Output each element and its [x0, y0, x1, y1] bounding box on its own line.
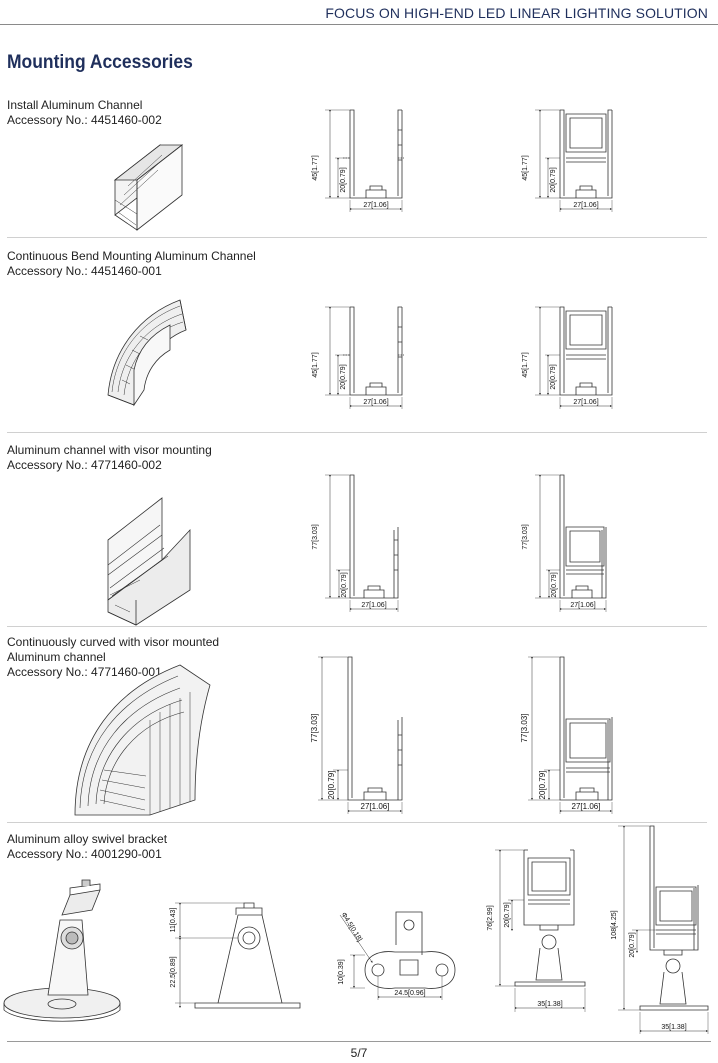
dim-width: 27[1.06] [361, 802, 390, 811]
dim-lower: 20[0.79] [551, 572, 558, 597]
visor-profile-diagram [318, 656, 403, 814]
dim-hole: Φ4.5[0.18] [340, 911, 363, 943]
page-number: 5/7 [350, 1046, 368, 1060]
dim-lower: 20[0.79] [340, 364, 347, 389]
section-5-name: Aluminum alloy swivel bracket [7, 832, 168, 846]
channel-profile-with-module-diagram [535, 306, 613, 409]
dim-width: 27[1.06] [361, 602, 386, 609]
channel-profile-diagram [325, 306, 404, 409]
dim-height: 45[1.77] [312, 155, 319, 180]
swivel-bracket-image [3, 879, 121, 1022]
section-4-accessory: Accessory No.: 4771460-001 [7, 665, 162, 679]
divider [7, 626, 707, 627]
channel-profile-with-module-diagram [535, 109, 613, 212]
bracket-top-diagram [339, 911, 456, 1000]
dim-base: 22.5[0.89] [170, 956, 177, 987]
section-4-name: Continuously curved with visor mounted [7, 635, 220, 649]
footer-divider [7, 1041, 711, 1042]
dim-width: 27[1.06] [572, 802, 601, 811]
dim-height: 77[3.03] [520, 714, 529, 743]
dim-width: 27[1.06] [573, 399, 598, 406]
dim-lower: 20[0.79] [538, 771, 547, 800]
divider [7, 822, 707, 823]
curved-channel-image [107, 299, 187, 407]
dim-width: 27[1.06] [573, 202, 598, 209]
dim-width: 27[1.06] [363, 202, 388, 209]
dim-width: 27[1.06] [570, 602, 595, 609]
dim-height: 45[1.77] [522, 352, 529, 377]
dim-height: 77[3.03] [312, 524, 319, 549]
section-1-accessory: Accessory No.: 4451460-002 [7, 113, 162, 127]
dim-height-b: 108[4.25] [611, 910, 618, 939]
dim-lower-b: 20[0.79] [629, 932, 636, 957]
page-title: Mounting Accessories [7, 52, 193, 73]
visor-profile-diagram [325, 474, 399, 612]
section-3-accessory: Accessory No.: 4771460-002 [7, 458, 162, 472]
dim-lower: 20[0.79] [327, 771, 336, 800]
section-5-accessory: Accessory No.: 4001290-001 [7, 847, 162, 861]
dim-height: 77[3.03] [310, 714, 319, 743]
dim-lower: 20[0.79] [550, 364, 557, 389]
section-3-name: Aluminum channel with visor mounting [7, 443, 212, 457]
channel-perspective-image [113, 144, 184, 231]
dim-height: 45[1.77] [522, 155, 529, 180]
dim-height: 77[3.03] [522, 524, 529, 549]
bracket-assembly-diagram-108 [618, 825, 709, 1034]
divider [7, 237, 707, 238]
dim-width-a: 35[1.38] [537, 1001, 562, 1008]
dim-width: 27[1.06] [363, 399, 388, 406]
divider [7, 432, 707, 433]
dim-lower: 20[0.79] [341, 572, 348, 597]
section-4-name-line2: Aluminum channel [7, 650, 106, 664]
dim-width-b: 35[1.38] [661, 1024, 686, 1031]
dim-lower-a: 20[0.79] [504, 902, 511, 927]
dim-lower: 20[0.79] [550, 167, 557, 192]
dim-height: 45[1.77] [312, 352, 319, 377]
dim-depth: 10[0.39] [338, 959, 345, 984]
visor-channel-image [107, 497, 191, 626]
dim-top: 11[0.43] [170, 908, 177, 933]
channel-profile-diagram [325, 109, 404, 212]
dim-lower: 20[0.79] [340, 167, 347, 192]
section-1-name: Install Aluminum Channel [7, 98, 143, 112]
dim-span: 24.5[0.96] [394, 990, 425, 997]
section-2-name: Continuous Bend Mounting Aluminum Channe… [7, 249, 256, 263]
header-tagline: FOCUS ON HIGH-END LED LINEAR LIGHTING SO… [325, 5, 708, 21]
bracket-assembly-diagram-76 [495, 849, 586, 1012]
curved-visor-channel-image [74, 664, 211, 816]
page-header: FOCUS ON HIGH-END LED LINEAR LIGHTING SO… [0, 0, 718, 25]
visor-profile-with-module-diagram [528, 656, 613, 814]
bracket-side-diagram [175, 902, 301, 1009]
visor-profile-with-module-diagram [535, 474, 607, 612]
section-2-accessory: Accessory No.: 4451460-001 [7, 264, 162, 278]
dim-height-a: 76[2.99] [487, 905, 494, 930]
